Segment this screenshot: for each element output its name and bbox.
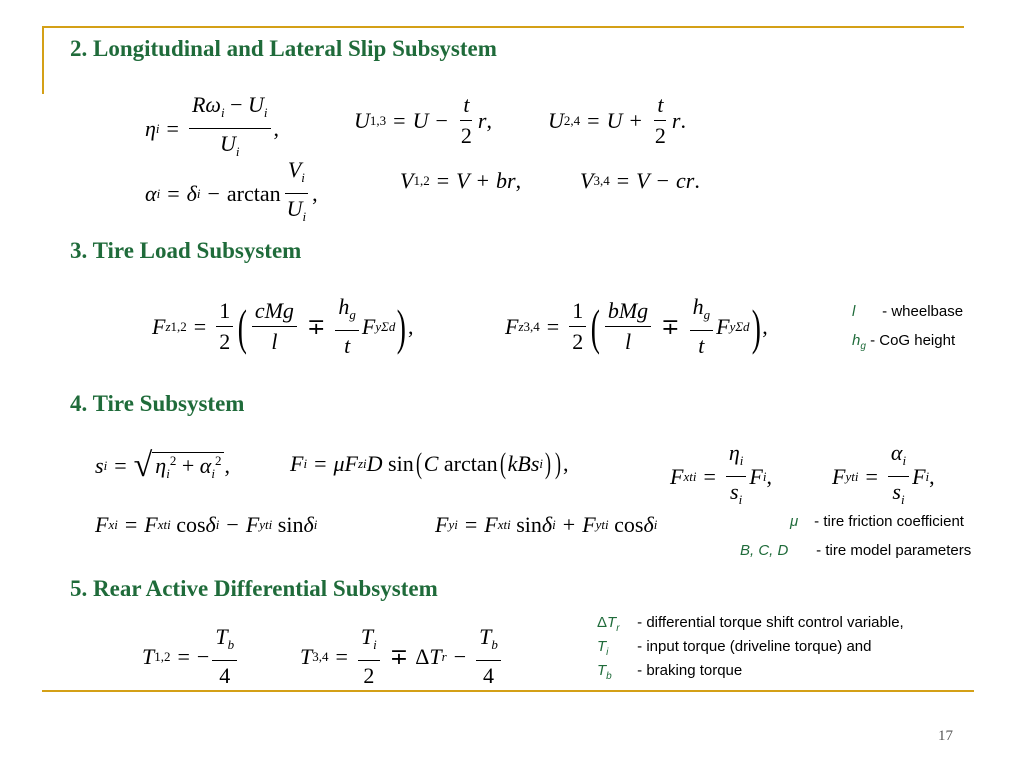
note-symbol: Tb <box>597 662 612 682</box>
note-text: - wheelbase <box>882 303 964 320</box>
left-rule <box>42 26 44 94</box>
note-torque-shift: ΔTr - differential torque shift control … <box>597 614 904 634</box>
top-rule <box>42 26 964 28</box>
page-number: 17 <box>938 728 953 744</box>
heading-differential: 5. Rear Active Differential Subsystem <box>70 576 438 601</box>
note-text: - differential torque shift control vari… <box>637 614 904 631</box>
bottom-rule <box>42 690 974 692</box>
note-symbol: ΔTr <box>597 614 620 634</box>
note-model-params: B, C, D - tire model parameters <box>740 542 971 559</box>
note-text: - input torque (driveline torque) and <box>637 638 872 655</box>
note-symbol: l <box>852 303 856 320</box>
note-text: - tire friction coefficient <box>814 513 964 530</box>
heading-slip: 2. Longitudinal and Lateral Slip Subsyst… <box>70 36 497 61</box>
heading-tire-load: 3. Tire Load Subsystem <box>70 238 302 263</box>
note-input-torque: Ti - input torque (driveline torque) and <box>597 638 871 658</box>
note-text: - CoG height <box>870 332 956 349</box>
note-friction: μ - tire friction coefficient <box>790 513 964 530</box>
heading-tire: 4. Tire Subsystem <box>70 391 245 416</box>
note-text: - braking torque <box>637 662 743 679</box>
note-braking-torque: Tb - braking torque <box>597 662 742 682</box>
note-wheelbase: l - wheelbase <box>852 303 963 320</box>
note-symbol: hg <box>852 332 866 352</box>
note-text: - tire model parameters <box>816 542 972 559</box>
note-symbol: Ti <box>597 638 609 658</box>
note-cog-height: hg - CoG height <box>852 332 955 352</box>
note-symbol: μ <box>790 513 799 530</box>
note-symbol: B, C, D <box>740 542 789 559</box>
